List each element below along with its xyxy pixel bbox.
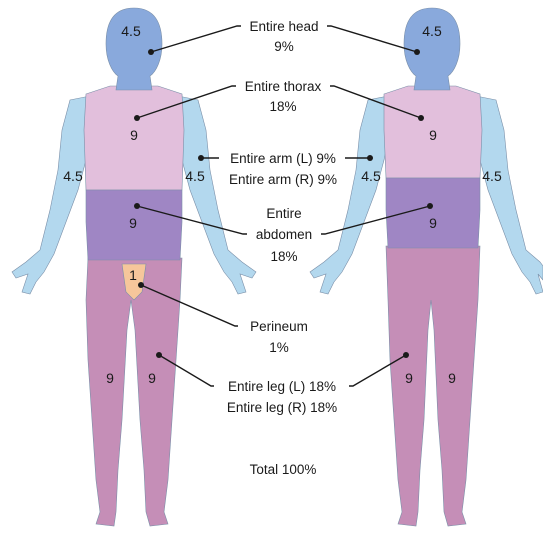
arm-left-label: Entire arm (L) 9% bbox=[230, 151, 336, 166]
back-head-value: 4.5 bbox=[422, 23, 442, 39]
back-arm-left-value: 4.5 bbox=[361, 168, 381, 184]
front-head-value: 4.5 bbox=[121, 23, 141, 39]
front-arm-right bbox=[12, 96, 92, 294]
head-leader-front bbox=[151, 26, 241, 52]
back-figure: 4.5 9 4.5 4.5 9 9 9 bbox=[310, 8, 543, 526]
front-abdomen-value: 9 bbox=[129, 215, 137, 231]
back-leg-right-value: 9 bbox=[448, 370, 456, 386]
head-leader-back bbox=[327, 26, 417, 52]
abdomen-percent: 18% bbox=[270, 249, 297, 264]
labels: Entire head 9% Entire thorax 18% Entire … bbox=[227, 19, 337, 477]
total-label: Total 100% bbox=[250, 462, 317, 477]
leg-leader-front-dot bbox=[156, 352, 162, 358]
front-perineum-value: 1 bbox=[129, 267, 137, 283]
front-arm-left bbox=[176, 96, 256, 294]
abdomen-label-line2: abdomen bbox=[256, 227, 312, 242]
front-leg-left-value: 9 bbox=[148, 370, 156, 386]
abdomen-leader-front-dot bbox=[134, 203, 140, 209]
back-arm-right bbox=[474, 96, 543, 294]
back-leg-left-value: 9 bbox=[405, 370, 413, 386]
back-arm-right-value: 4.5 bbox=[482, 168, 502, 184]
front-leg-right-value: 9 bbox=[106, 370, 114, 386]
head-percent: 9% bbox=[274, 39, 294, 54]
leg-right-label: Entire leg (R) 18% bbox=[227, 400, 337, 415]
thorax-leader-front-dot bbox=[134, 115, 140, 121]
abdomen-leader-back-dot bbox=[427, 203, 433, 209]
head-leader-back-dot bbox=[414, 49, 420, 55]
back-legs bbox=[386, 246, 480, 526]
thorax-percent: 18% bbox=[269, 99, 296, 114]
perineum-leader-dot bbox=[138, 282, 144, 288]
arm-right-label: Entire arm (R) 9% bbox=[229, 172, 337, 187]
front-thorax-value: 9 bbox=[130, 127, 138, 143]
back-arm-left bbox=[310, 96, 390, 294]
arm-leader-back-dot bbox=[367, 155, 373, 161]
back-thorax-value: 9 bbox=[429, 127, 437, 143]
back-abdomen bbox=[386, 178, 480, 248]
front-head bbox=[106, 8, 162, 90]
front-arm-left-value: 4.5 bbox=[185, 168, 205, 184]
front-arm-right-value: 4.5 bbox=[63, 168, 83, 184]
back-head bbox=[404, 8, 460, 90]
perineum-percent: 1% bbox=[269, 340, 289, 355]
leg-leader-back-dot bbox=[403, 352, 409, 358]
head-label: Entire head bbox=[249, 19, 318, 34]
arm-leader-front-dot bbox=[198, 155, 204, 161]
thorax-leader-back-dot bbox=[418, 115, 424, 121]
leg-left-label: Entire leg (L) 18% bbox=[228, 379, 336, 394]
abdomen-label-line1: Entire bbox=[266, 206, 301, 221]
head-leader-front-dot bbox=[148, 49, 154, 55]
front-figure: 4.5 9 4.5 4.5 9 1 9 9 bbox=[12, 8, 256, 526]
back-abdomen-value: 9 bbox=[429, 215, 437, 231]
thorax-label: Entire thorax bbox=[245, 79, 322, 94]
perineum-label: Perineum bbox=[250, 319, 308, 334]
